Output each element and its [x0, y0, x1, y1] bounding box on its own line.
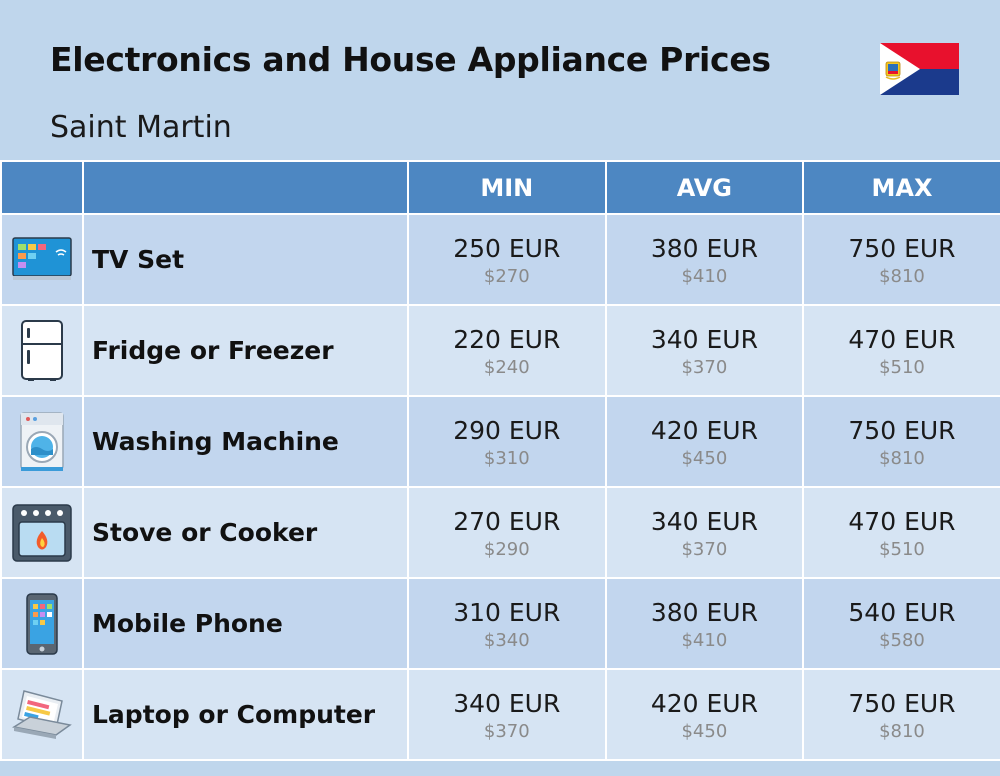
mobile-phone-icon — [26, 592, 58, 655]
avg-usd: $450 — [681, 720, 728, 742]
min-eur: 270 EUR — [453, 506, 561, 536]
avg-cell: 420 EUR$450 — [604, 668, 805, 761]
max-eur: 750 EUR — [848, 233, 956, 263]
header-avg: AVG — [604, 160, 805, 215]
avg-cell: 340 EUR$370 — [604, 486, 805, 579]
table-header-row: MIN AVG MAX — [0, 160, 1000, 215]
max-usd: $810 — [879, 265, 925, 287]
avg-eur: 380 EUR — [650, 597, 758, 627]
avg-eur: 380 EUR — [650, 233, 758, 263]
table-row: Washing Machine 290 EUR$310 420 EUR$450 … — [0, 395, 1000, 488]
min-usd: $290 — [483, 538, 530, 560]
max-eur: 750 EUR — [848, 415, 956, 445]
min-usd: $310 — [483, 447, 530, 469]
header-icon-cell — [0, 160, 84, 215]
table-row: Stove or Cooker 270 EUR$290 340 EUR$370 … — [0, 486, 1000, 579]
max-eur: 470 EUR — [848, 324, 956, 354]
avg-cell: 380 EUR$410 — [604, 577, 805, 670]
row-label: Washing Machine — [82, 395, 409, 488]
max-usd: $580 — [879, 629, 925, 651]
min-cell: 270 EUR$290 — [407, 486, 607, 579]
max-cell: 750 EUR$810 — [802, 213, 1000, 306]
min-eur: 250 EUR — [453, 233, 561, 263]
min-eur: 290 EUR — [453, 415, 561, 445]
min-cell: 340 EUR$370 — [407, 668, 607, 761]
table-row: Fridge or Freezer 220 EUR$240 340 EUR$37… — [0, 304, 1000, 397]
avg-eur: 420 EUR — [650, 415, 758, 445]
row-icon-cell — [0, 304, 84, 397]
page-subtitle: Saint Martin — [50, 110, 232, 145]
page-title: Electronics and House Appliance Prices — [50, 40, 771, 79]
avg-usd: $370 — [681, 538, 728, 560]
max-usd: $810 — [879, 447, 925, 469]
max-usd: $810 — [879, 720, 925, 742]
laptop-icon — [12, 689, 72, 739]
max-eur: 470 EUR — [848, 506, 956, 536]
max-usd: $510 — [879, 538, 925, 560]
max-cell: 540 EUR$580 — [802, 577, 1000, 670]
min-cell: 310 EUR$340 — [407, 577, 607, 670]
stove-icon — [12, 503, 72, 562]
row-icon-cell — [0, 486, 84, 579]
row-label: Stove or Cooker — [82, 486, 409, 579]
min-usd: $240 — [483, 356, 530, 378]
avg-eur: 420 EUR — [650, 688, 758, 718]
row-label: Laptop or Computer — [82, 668, 409, 761]
header-name-cell — [82, 160, 409, 215]
min-eur: 220 EUR — [453, 324, 561, 354]
row-label: Fridge or Freezer — [82, 304, 409, 397]
avg-usd: $410 — [681, 629, 728, 651]
max-cell: 750 EUR$810 — [802, 668, 1000, 761]
max-eur: 540 EUR — [848, 597, 956, 627]
table-row: Mobile Phone 310 EUR$340 380 EUR$410 540… — [0, 577, 1000, 670]
header-max: MAX — [802, 160, 1000, 215]
min-cell: 250 EUR$270 — [407, 213, 607, 306]
row-icon-cell — [0, 213, 84, 306]
row-label: Mobile Phone — [82, 577, 409, 670]
avg-cell: 420 EUR$450 — [604, 395, 805, 488]
avg-usd: $370 — [681, 356, 728, 378]
min-usd: $370 — [483, 720, 530, 742]
row-icon-cell — [0, 395, 84, 488]
min-eur: 310 EUR — [453, 597, 561, 627]
washing-machine-icon — [20, 411, 64, 471]
tv-icon — [12, 236, 72, 280]
min-usd: $340 — [483, 629, 530, 651]
avg-usd: $450 — [681, 447, 728, 469]
min-cell: 290 EUR$310 — [407, 395, 607, 488]
max-cell: 750 EUR$810 — [802, 395, 1000, 488]
table-row: TV Set 250 EUR$270 380 EUR$410 750 EUR$8… — [0, 213, 1000, 306]
avg-eur: 340 EUR — [650, 324, 758, 354]
row-icon-cell — [0, 668, 84, 761]
avg-cell: 340 EUR$370 — [604, 304, 805, 397]
max-eur: 750 EUR — [848, 688, 956, 718]
row-label: TV Set — [82, 213, 409, 306]
price-table: MIN AVG MAX TV Set 250 EUR$27 — [0, 160, 1000, 761]
avg-eur: 340 EUR — [650, 506, 758, 536]
sint-maarten-flag-icon — [880, 43, 959, 95]
max-cell: 470 EUR$510 — [802, 486, 1000, 579]
row-icon-cell — [0, 577, 84, 670]
max-cell: 470 EUR$510 — [802, 304, 1000, 397]
max-usd: $510 — [879, 356, 925, 378]
min-usd: $270 — [483, 265, 530, 287]
avg-usd: $410 — [681, 265, 728, 287]
fridge-icon — [21, 319, 63, 381]
avg-cell: 380 EUR$410 — [604, 213, 805, 306]
table-row: Laptop or Computer 340 EUR$370 420 EUR$4… — [0, 668, 1000, 761]
min-eur: 340 EUR — [453, 688, 561, 718]
header-min: MIN — [407, 160, 607, 215]
min-cell: 220 EUR$240 — [407, 304, 607, 397]
